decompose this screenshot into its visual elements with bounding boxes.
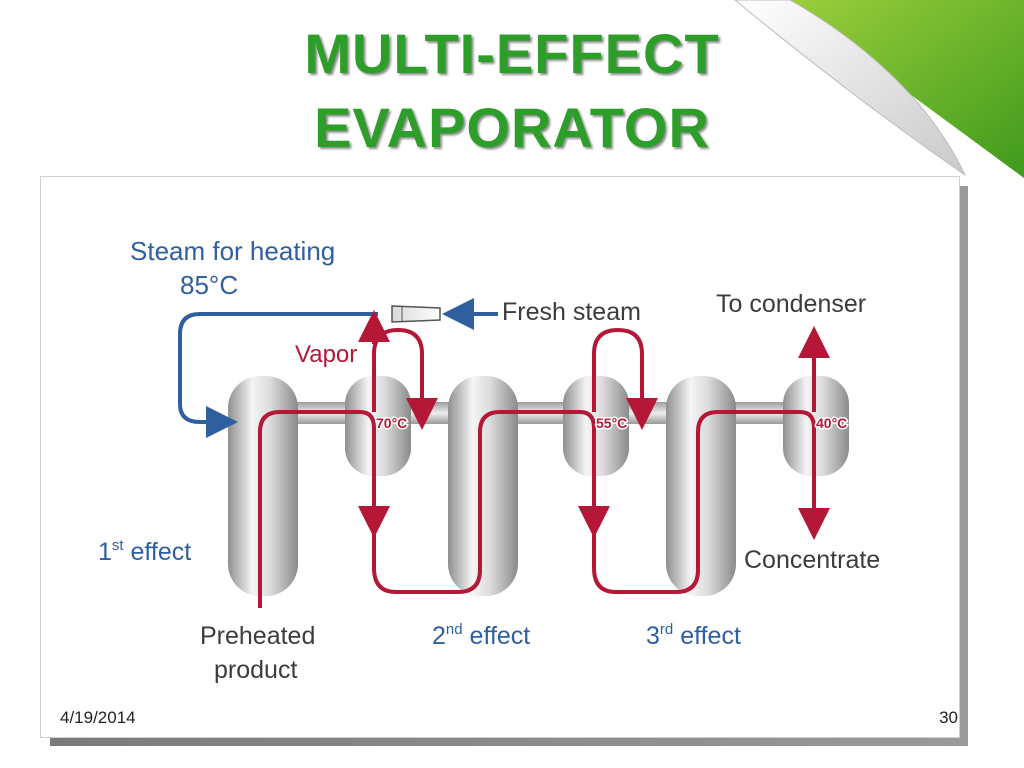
preheated-label-line-1: Preheated (200, 622, 315, 650)
duct-2 (405, 402, 455, 424)
effect-1-vessel (228, 376, 298, 596)
vapor-label: Vapor (295, 341, 357, 368)
heating-steam-line (178, 312, 378, 438)
preheated-label-line-2: product (214, 656, 297, 684)
effect-2-label: 2nd effect (432, 621, 530, 650)
effect-2-separator (563, 376, 629, 476)
to-condenser-label: To condenser (716, 290, 866, 318)
temp-label-1: 70°C (376, 415, 407, 431)
vapor-loop-2 (592, 327, 658, 430)
effect-3-label: 3rd effect (646, 621, 741, 650)
slide-title-line-1: MULTI-EFFECT (304, 22, 720, 85)
effect-3-separator (783, 376, 849, 476)
effect-1-label: 1st effect (98, 537, 191, 566)
effect-2-vessel (448, 376, 518, 596)
steam-label-line-1: Steam for heating (130, 236, 335, 266)
slide-title-line-2: EVAPORATOR (314, 96, 710, 159)
product-flow-line (258, 410, 816, 608)
temp-label-2: 55°C (596, 415, 627, 431)
fresh-steam-label: Fresh steam (502, 298, 641, 326)
concentrate-label: Concentrate (744, 546, 880, 574)
temp-label-3: 40°C (816, 415, 847, 431)
page-curl-decoration (734, 0, 1024, 178)
slide-date: 4/19/2014 (60, 708, 136, 727)
evaporator-diagram: Steam for heating 85°C Fresh steam To co… (98, 236, 880, 684)
steam-label-line-2: 85°C (180, 270, 238, 300)
effect-1-separator (345, 376, 411, 476)
effect-3-vessel (666, 376, 736, 596)
steam-ejector-nozzle (391, 305, 441, 323)
vapor-loop-1 (372, 327, 438, 430)
slide-page-number: 30 (939, 708, 958, 727)
page-curl-shape (734, 0, 967, 177)
